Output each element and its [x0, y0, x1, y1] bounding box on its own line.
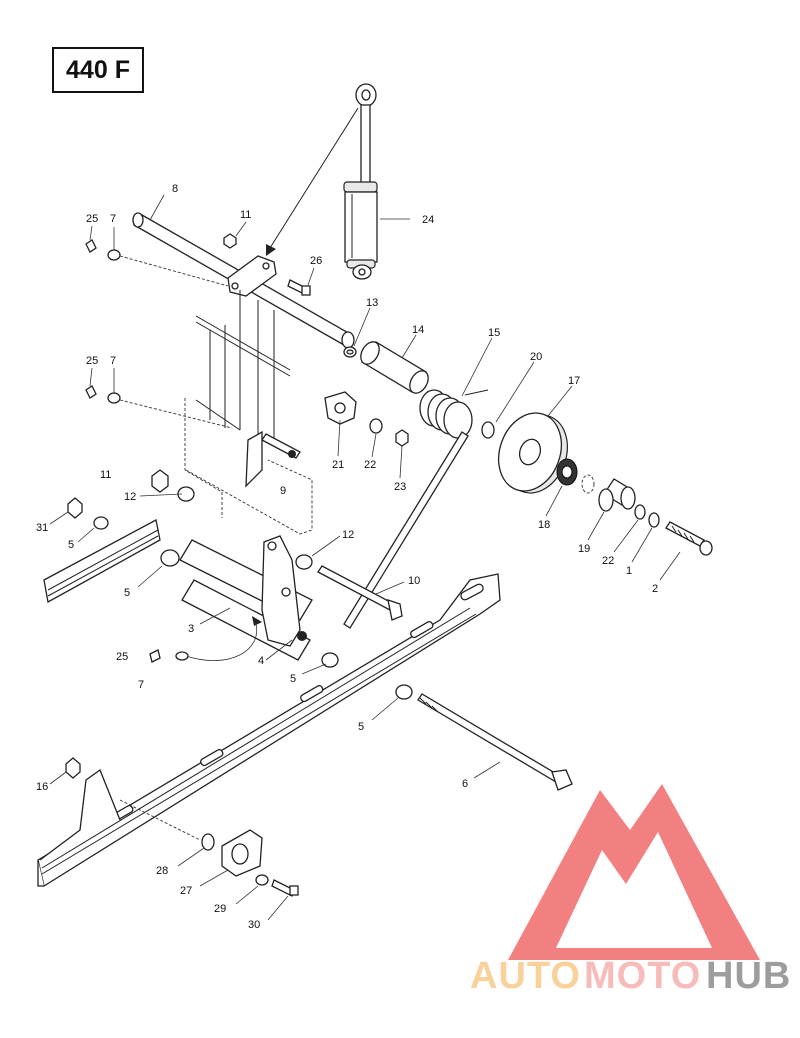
- callout-22: 22: [602, 555, 614, 567]
- nut-11-top: [223, 233, 237, 249]
- leader-lines: [49, 194, 681, 921]
- callout-12: 12: [124, 491, 136, 503]
- grease-curve: [185, 623, 258, 661]
- callout-1: 1: [626, 565, 632, 577]
- callout-19: 19: [578, 543, 590, 555]
- grease-fitting-7-lower: [175, 651, 189, 661]
- shock-bracket: [227, 255, 277, 297]
- sleeve-14: [360, 341, 429, 394]
- bushing-28: [201, 833, 215, 851]
- model-label: 440 F: [66, 55, 130, 84]
- right-slide-rail: [37, 573, 501, 888]
- callout-25: 25: [86, 355, 98, 367]
- callout-13: 13: [366, 297, 378, 309]
- callout-23: 23: [394, 481, 406, 493]
- callout-29: 29: [214, 903, 226, 915]
- washer-20: [481, 421, 495, 439]
- callout-28: 28: [156, 865, 168, 877]
- washer-22-lower: [634, 504, 646, 520]
- grease-cap-25-upper: [85, 239, 97, 253]
- callout-3: 3: [188, 623, 194, 635]
- shaft-9: [245, 430, 301, 488]
- spacer-19: [598, 478, 636, 512]
- callout-7: 7: [110, 355, 116, 367]
- callout-18: 18: [538, 519, 550, 531]
- callout-25: 25: [86, 213, 98, 225]
- callout-labels: 8 25 7 11 24 26 13 14 15 20 17 25 7 21 2…: [36, 183, 658, 931]
- washer-22-upper: [369, 418, 383, 434]
- callout-16: 16: [36, 781, 48, 793]
- washer-12-lower: [295, 554, 313, 570]
- callout-7: 7: [138, 679, 144, 691]
- nut-11-lower: [151, 469, 169, 493]
- nut-31: [67, 497, 83, 519]
- grease-cap-25-lower: [149, 649, 161, 663]
- shock-absorber: [343, 83, 378, 280]
- callout-14: 14: [412, 324, 424, 336]
- grease-fitting-7-upper: [107, 249, 121, 261]
- grease-fitting-middle: [85, 385, 233, 429]
- bolt-30: [271, 879, 299, 897]
- bearing-18: [556, 458, 578, 486]
- washer-1: [648, 512, 660, 528]
- left-slide-rail: [43, 519, 161, 604]
- callout-11: 11: [100, 469, 111, 481]
- grease-cap-25-middle: [85, 385, 97, 399]
- slider-block-27: [221, 829, 263, 877]
- callout-20: 20: [530, 351, 542, 363]
- callout-22: 22: [364, 459, 376, 471]
- callout-2: 2: [652, 583, 658, 595]
- watermark-hub: HUB: [706, 955, 791, 997]
- washer-29: [255, 874, 269, 886]
- bracket-21: [324, 391, 357, 425]
- callout-5: 5: [358, 721, 364, 733]
- washer-5-mid: [160, 549, 180, 567]
- washer-5-left: [93, 516, 109, 530]
- bushing-13: [343, 346, 357, 358]
- watermark-moto: MOTO: [584, 955, 701, 997]
- bolt-26: [287, 279, 311, 296]
- callout-10: 10: [408, 575, 420, 587]
- callout-21: 21: [332, 459, 344, 471]
- callout-25: 25: [116, 651, 128, 663]
- callout-26: 26: [310, 255, 322, 267]
- nut-23: [395, 429, 409, 447]
- bolt-10: [317, 565, 403, 621]
- grease-arrow: [252, 616, 262, 626]
- arrow-head: [266, 244, 276, 256]
- washer-5-lower-a: [321, 652, 339, 668]
- callout-6: 6: [462, 778, 468, 790]
- callout-30: 30: [248, 919, 260, 931]
- nut-16: [65, 757, 81, 779]
- washer-5-lower-b: [395, 684, 413, 700]
- lower-pivot-arm: [179, 535, 313, 661]
- callout-4: 4: [258, 655, 264, 667]
- callout-5: 5: [290, 673, 296, 685]
- callout-8: 8: [172, 183, 178, 195]
- retaining-ring: [581, 474, 595, 494]
- callout-12: 12: [342, 529, 354, 541]
- callout-9: 9: [280, 485, 286, 497]
- arrow-line: [269, 107, 359, 249]
- callout-31: 31: [36, 522, 48, 534]
- bolt-2: [665, 521, 713, 556]
- grease-fitting-7-middle: [107, 392, 121, 404]
- callout-17: 17: [568, 375, 580, 387]
- watermark-logo: AUTO MOTO HUB: [470, 784, 791, 997]
- callout-24: 24: [422, 214, 434, 226]
- callout-7: 7: [110, 213, 116, 225]
- torsion-spring-15: [343, 389, 489, 629]
- callout-15: 15: [488, 327, 500, 339]
- bolt-6: [417, 693, 573, 791]
- model-label-box: 440 F: [52, 47, 144, 93]
- idler-wheel-17: [498, 412, 568, 494]
- watermark-auto: AUTO: [470, 955, 581, 997]
- upper-frame-plates: [184, 290, 313, 535]
- callout-11: 11: [240, 209, 251, 221]
- callout-5: 5: [124, 587, 130, 599]
- callout-5: 5: [68, 539, 74, 551]
- callout-27: 27: [180, 885, 192, 897]
